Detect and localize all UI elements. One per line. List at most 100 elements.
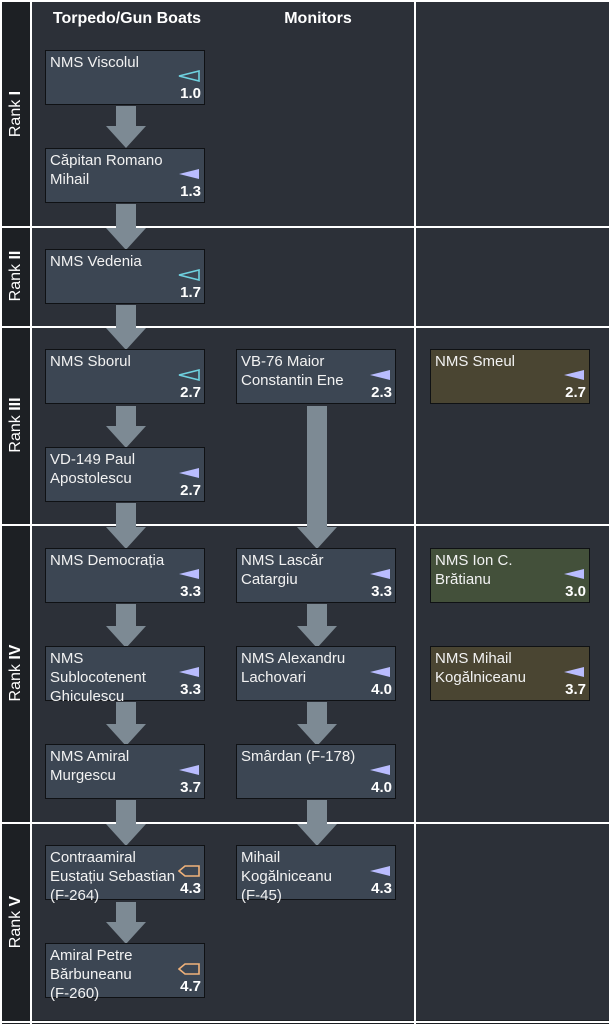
rank-divider-bottom [0,1021,611,1023]
vehicle-card-nms-ion-c-bratianu[interactable]: NMS Ion C. Brătianu 3.0 [430,548,590,603]
battle-rating: 4.0 [371,681,392,698]
battle-rating: 2.7 [180,384,201,401]
arrow-head [297,626,337,648]
vehicle-card-nms-viscolul[interactable]: NMS Viscolul 1.0 [45,50,205,105]
arrow-shaft [116,503,136,527]
arrow-head [106,527,146,549]
vehicle-card-contraamiral-eustatiu-sebastian[interactable]: Contraamiral Eustațiu Sebastian (F-264) … [45,845,205,904]
triangle-filled-icon [563,369,585,381]
vehicle-card-vd-149-paul-apostolescu[interactable]: VD-149 Paul Apostolescu 2.7 [45,447,205,502]
rank-label-2: Rank II [7,250,24,302]
arrow-shaft [116,702,136,724]
arrow-head [106,228,146,250]
triangle-filled-icon [178,666,200,678]
vehicle-card-smardan-f-178[interactable]: Smârdan (F-178) 4.0 [236,744,396,799]
vehicle-card-mihail-kogalniceanu-f-45[interactable]: Mihail Kogălniceanu (F-45) 4.3 [236,845,396,904]
triangle-filled-icon [369,666,391,678]
vehicle-card-capitan-romano-mihail[interactable]: Căpitan Romano Mihail 1.3 [45,148,205,203]
column-header-torpedo-gun-boats: Torpedo/Gun Boats [52,10,202,27]
column-divider-left [0,0,2,1024]
vehicle-card-nms-mihail-kogalniceanu[interactable]: NMS Mihail Kogălniceanu 3.7 [430,646,590,701]
rank-label-1: Rank I [7,90,24,138]
arrow-shaft [116,406,136,426]
triangle-filled-icon [369,865,391,877]
rank-divider-top [0,0,611,2]
triangle-outline-icon [178,369,200,381]
rank-divider-2 [0,326,611,328]
rank-divider-3 [0,524,611,526]
triangle-filled-icon [369,568,391,580]
column-divider-premium [414,0,416,1024]
panel-r1-premium [416,2,609,226]
vehicle-name: VD-149 Paul Apostolescu [50,451,136,487]
vehicle-card-amiral-petre-barbuneanu[interactable]: Amiral Petre Bărbuneanu (F-260) 4.7 [45,943,205,1002]
vehicle-name: NMS Amiral Murgescu [50,748,130,784]
triangle-filled-icon [563,666,585,678]
battle-rating: 3.7 [565,681,586,698]
vehicle-name: Contraamiral Eustațiu Sebastian (F-264) [50,849,176,904]
triangle-filled-icon [178,764,200,776]
column-header-monitors: Monitors [284,10,352,27]
vehicle-name: Amiral Petre Bărbuneanu (F-260) [50,947,133,1002]
rank-label-5: Rank V [7,895,24,949]
arrow-head [106,626,146,648]
battle-rating: 1.3 [180,183,201,200]
battle-rating: 4.3 [371,880,392,897]
vehicle-name: NMS Mihail Kogălniceanu [435,650,526,686]
vehicle-card-nms-democratia[interactable]: NMS Democrația 3.3 [45,548,205,603]
vehicle-name: NMS Smeul [435,353,516,370]
arrow-shaft [116,800,136,824]
triangle-filled-icon [369,369,391,381]
vehicle-card-nms-sublocotenent-ghiculescu[interactable]: NMS Sublocotenent Ghiculescu 3.3 [45,646,205,705]
battle-rating: 4.0 [371,779,392,796]
arrow-shaft [307,702,327,724]
arrow-head [106,126,146,148]
rank-divider-1 [0,226,611,228]
arrow-shaft [307,406,327,527]
triangle-filled-icon [178,467,200,479]
pentagon-outline-icon [178,865,200,877]
triangle-outline-icon [178,70,200,82]
arrow-shaft [116,204,136,228]
vehicle-card-nms-lascar-catargiu[interactable]: NMS Lascăr Catargiu 3.3 [236,548,396,603]
arrow-shaft [116,902,136,922]
column-divider-right [609,0,611,1024]
column-divider-rank [30,0,32,1024]
battle-rating: 3.7 [180,779,201,796]
arrow-shaft [116,305,136,328]
arrow-shaft [307,604,327,626]
battle-rating: 2.7 [565,384,586,401]
battle-rating: 3.3 [371,583,392,600]
battle-rating: 1.7 [180,284,201,301]
rank-label-4: Rank IV [7,644,24,702]
battle-rating: 4.3 [180,880,201,897]
panel-r2-premium [416,228,609,326]
battle-rating: 4.7 [180,978,201,995]
vehicle-card-nms-alexandru-lachovari[interactable]: NMS Alexandru Lachovari 4.0 [236,646,396,701]
battle-rating: 3.0 [565,583,586,600]
vehicle-name: NMS Ion C. Brătianu [435,552,513,588]
vehicle-name: NMS Alexandru Lachovari [241,650,346,686]
vehicle-name: NMS Democrația [50,552,165,569]
arrow-shaft [116,106,136,126]
vehicle-card-nms-vedenia[interactable]: NMS Vedenia 1.7 [45,249,205,304]
arrow-head [106,824,146,846]
battle-rating: 2.7 [180,482,201,499]
arrow-head [106,426,146,448]
arrow-shaft [307,800,327,824]
arrow-head [297,824,337,846]
triangle-filled-icon [563,568,585,580]
vehicle-name: VB-76 Maior Constantin Ene [241,353,344,389]
vehicle-card-vb-76-maior-constantin-ene[interactable]: VB-76 Maior Constantin Ene 2.3 [236,349,396,404]
triangle-filled-icon [178,568,200,580]
vehicle-name: NMS Sborul [50,353,131,370]
battle-rating: 3.3 [180,583,201,600]
arrow-head [297,724,337,746]
vehicle-card-nms-amiral-murgescu[interactable]: NMS Amiral Murgescu 3.7 [45,744,205,799]
vehicle-card-nms-sborul[interactable]: NMS Sborul 2.7 [45,349,205,404]
vehicle-name: NMS Sublocotenent Ghiculescu [50,650,146,705]
vehicle-card-nms-smeul[interactable]: NMS Smeul 2.7 [430,349,590,404]
battle-rating: 3.3 [180,681,201,698]
arrow-head [297,527,337,549]
